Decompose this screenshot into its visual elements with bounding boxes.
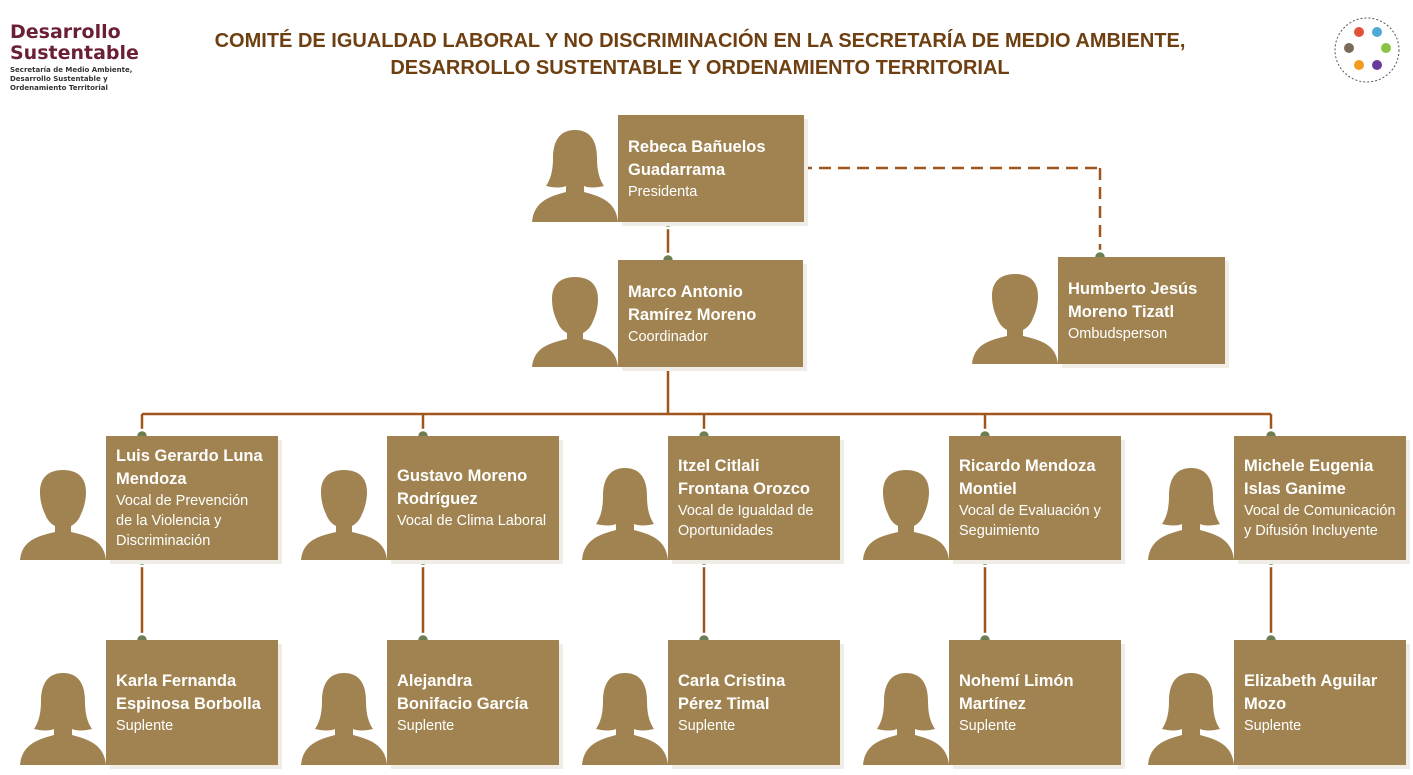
member-name: Itzel Citlali Frontana Orozco (678, 457, 811, 498)
member-role: Suplente (397, 717, 455, 734)
logo-subtitle: Secretaría de Medio Ambiente, Desarrollo… (10, 66, 133, 92)
logo-line1: Desarrollo (10, 21, 121, 43)
male-avatar-icon (863, 470, 949, 560)
male-avatar-icon (301, 470, 387, 560)
female-avatar-icon (863, 673, 949, 765)
logo-line2: Sustentable (10, 42, 139, 64)
member-role: Coordinador (628, 328, 708, 345)
female-avatar-icon (1148, 468, 1234, 560)
member-role: Vocal de Igualdad de Oportunidades (678, 503, 814, 539)
female-avatar-icon (20, 673, 106, 765)
member-name: Humberto Jesús Moreno Tizatl (1068, 279, 1198, 321)
member-role: Suplente (959, 717, 1017, 734)
male-avatar-icon (972, 274, 1058, 364)
male-avatar-icon (532, 277, 618, 367)
female-avatar-icon (301, 673, 387, 765)
member-name: Elizabeth Aguilar Mozo (1244, 671, 1378, 713)
member-role: Suplente (678, 717, 736, 734)
member-name: Michele Eugenia Islas Ganime (1244, 457, 1374, 498)
member-role: Presidenta (628, 183, 698, 200)
member-name: Alejandra Bonifacio García (397, 671, 529, 713)
member-name: Luis Gerardo Luna Mendoza (116, 447, 263, 488)
female-avatar-icon (532, 130, 618, 222)
female-avatar-icon (582, 673, 668, 765)
male-avatar-icon (20, 470, 106, 560)
member-role: Vocal de Comunicación y Difusión Incluye… (1244, 503, 1396, 539)
female-avatar-icon (1148, 673, 1234, 765)
member-role: Suplente (116, 717, 174, 734)
member-name: Nohemí Limón Martínez (959, 671, 1074, 713)
member-name: Marco Antonio Ramírez Moreno (628, 282, 757, 324)
member-role: Ombudsperson (1068, 325, 1168, 342)
norma-seal-icon (1334, 17, 1400, 83)
member-role: Vocal de Prevención de la Violencia y Di… (116, 493, 249, 549)
member-role: Suplente (1244, 717, 1302, 734)
member-role: Vocal de Evaluación y Seguimiento (959, 503, 1101, 539)
secretaria-logo: Desarrollo Sustentable Secretaría de Med… (10, 22, 160, 93)
member-name: Gustavo Moreno Rodríguez (397, 467, 528, 508)
member-name: Ricardo Mendoza Montiel (959, 457, 1096, 498)
female-avatar-icon (582, 468, 668, 560)
member-name: Rebeca Bañuelos Guadarrama (628, 137, 766, 179)
member-role: Vocal de Clima Laboral (397, 513, 547, 529)
page-title: COMITÉ DE IGUALDAD LABORAL Y NO DISCRIMI… (214, 30, 1186, 79)
member-name: Karla Fernanda Espinosa Borbolla (116, 671, 261, 713)
member-name: Carla Cristina Pérez Timal (678, 671, 786, 713)
